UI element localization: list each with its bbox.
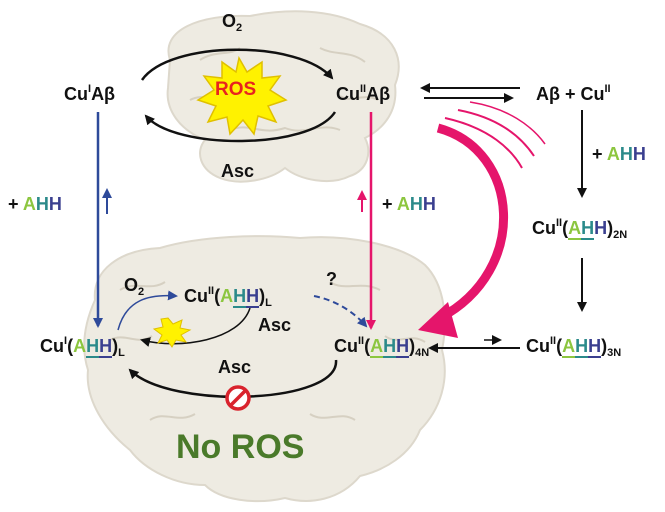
motion-line-1 [444,117,523,169]
label-cu2-ahh-3n: CuII(AHH)3N [526,335,622,359]
label-asc-inner: Asc [258,315,292,335]
arrow-dashed-uncertain [313,295,368,328]
label-plus-ahh-left: + AHH [8,194,62,214]
bottom-brain-illustration [83,235,446,503]
arrow-inner-oxidation [117,290,178,331]
top-brain-illustration [166,10,400,183]
label-ros: ROS [215,79,257,100]
arrow-reduction-top [144,111,337,143]
label-cu2-ahh-4n: CuII(AHH)4N [334,335,430,359]
label-question: ? [326,269,337,289]
ros-burst-icon [196,55,288,136]
prohibit-icon [225,385,251,411]
label-cu2-ahh-l: CuII(AHH)L [184,285,272,309]
small-ros-burst-icon [152,317,192,348]
label-asc-bottom: Asc [218,357,252,377]
label-o2-small: O2 [124,275,145,298]
label-plus-ahh-middle: + AHH [382,194,436,214]
label-o2-top: O2 [222,11,243,34]
label-cu2-ahh-2n: CuII(AHH)2N [532,217,628,241]
arrow-magenta-curved-head [418,302,458,338]
label-cu1-ahh-l: CuI(AHH)L [40,335,125,359]
label-cu1-abeta: CuIAβ [64,83,116,104]
arrow-magenta-curved [436,123,508,322]
label-plus-ahh-right: + AHH [592,144,646,164]
label-abeta-plus-cu2: Aβ + CuII [536,83,611,104]
label-no-ros: No ROS [176,428,305,466]
arrow-oxidation-top [140,48,334,81]
motion-line-3 [469,101,546,145]
motion-line-2 [457,109,535,157]
label-asc-top: Asc [221,161,255,181]
arrow-inner-reduction [140,307,251,347]
label-cu2-abeta: CuIIAβ [336,83,391,104]
